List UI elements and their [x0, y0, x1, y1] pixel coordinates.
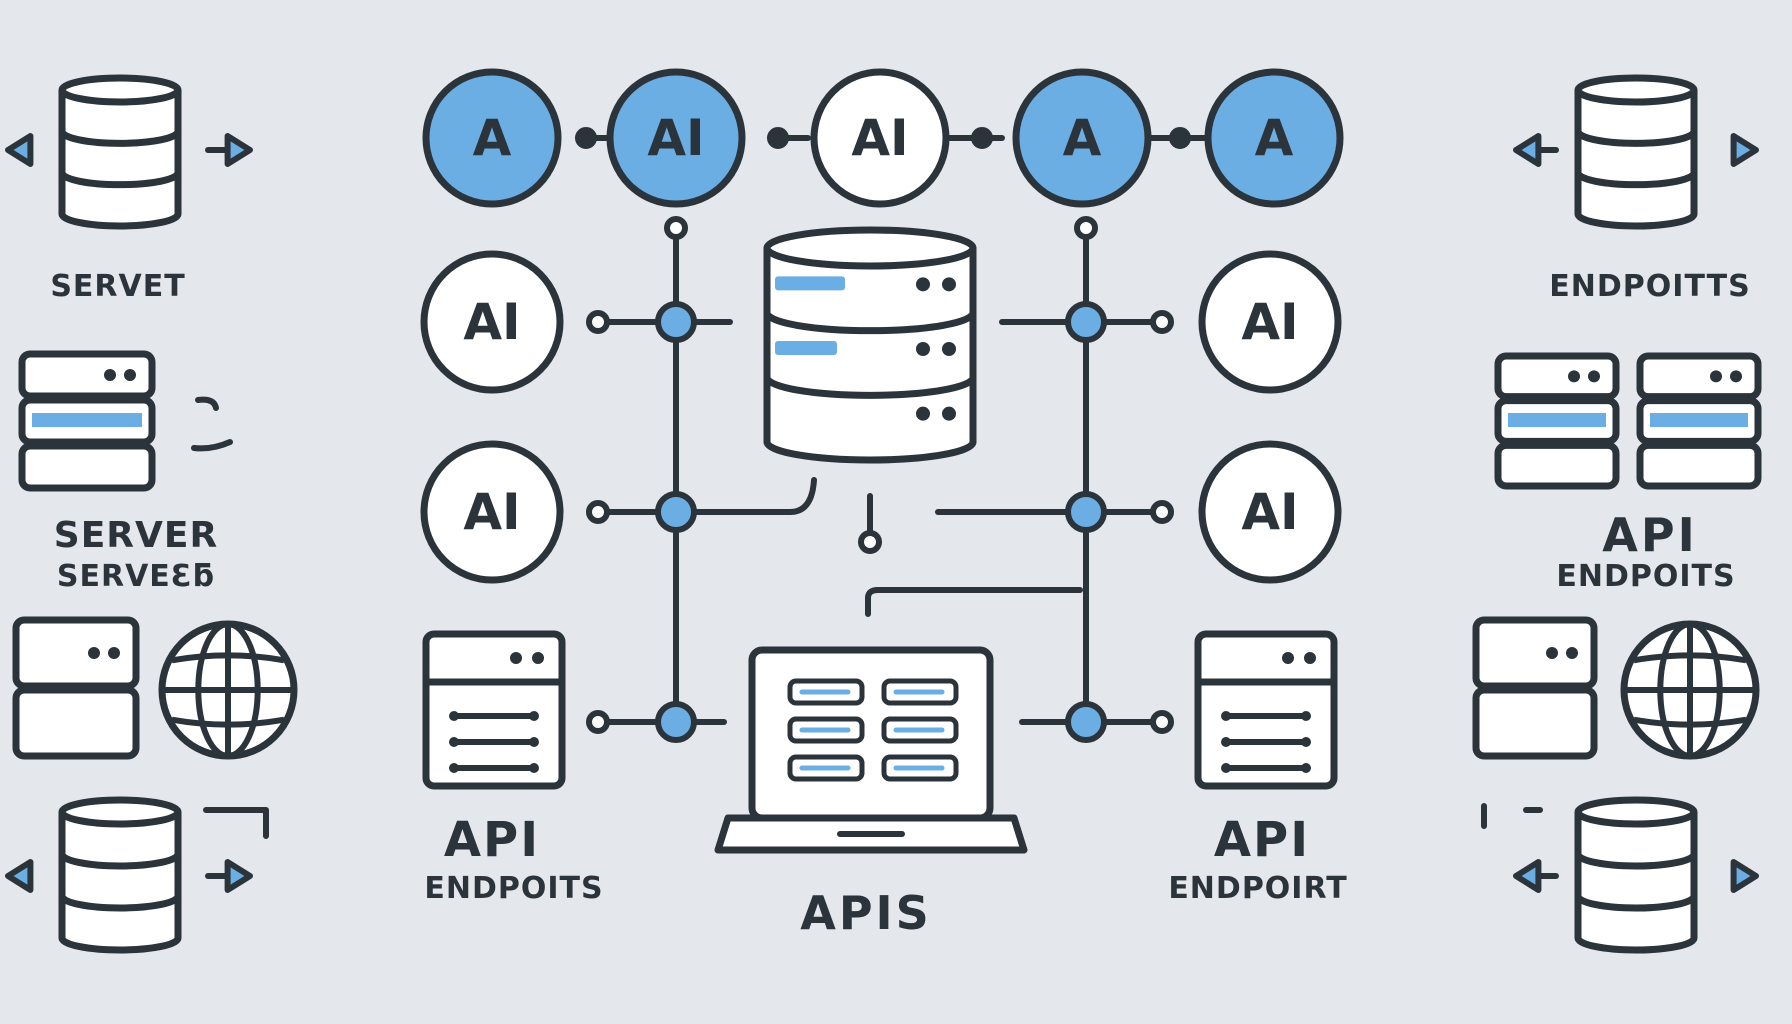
database-icon [1574, 74, 1698, 230]
api-node-icon: A [422, 68, 562, 208]
api-node-icon-label: A [1063, 109, 1102, 167]
database-icon [58, 796, 182, 954]
endpoint-dot [1150, 500, 1174, 524]
arrow-right-icon [1730, 859, 1759, 893]
ai-node-icon: AI [1198, 250, 1342, 394]
label-api-center-right: API [1213, 812, 1311, 868]
database-icon [763, 226, 977, 464]
laptop-icon [714, 646, 1028, 854]
api-panel-icon [422, 630, 566, 790]
database-icon [1574, 796, 1698, 954]
endpoint-dot [586, 310, 610, 334]
junction-dot [1065, 701, 1107, 743]
endpoint-dot [858, 530, 882, 554]
label-endpoints-center-left: ENDPOITS [424, 871, 604, 906]
server-rack-icon [12, 616, 140, 760]
label-endpoints-right: ENDPOITS [1556, 559, 1736, 594]
api-node-icon: A [1012, 68, 1152, 208]
label-api-right: API [1602, 508, 1698, 562]
arrow-right-icon [1730, 133, 1759, 167]
endpoint-dot [664, 216, 688, 240]
arrow-left-icon [5, 133, 34, 167]
server-rack-icon [1472, 616, 1598, 760]
api-node-icon: A [1204, 68, 1344, 208]
junction-dot [1065, 491, 1107, 533]
label-endpoints-top: ENDPOITTS [1549, 269, 1751, 304]
arrow-left-icon [1513, 133, 1542, 167]
globe-icon [158, 620, 298, 760]
connector-dot [767, 127, 789, 149]
arrow-right-icon [224, 859, 253, 893]
label-api-center-left: API [443, 812, 541, 868]
api-node-icon: AI [810, 68, 950, 208]
ai-node-icon: AI [420, 440, 564, 584]
label-apis: APIS [800, 886, 932, 940]
junction-dot [655, 701, 697, 743]
endpoint-dot [586, 500, 610, 524]
endpoint-dot [1150, 310, 1174, 334]
ai-node-icon: AI [420, 250, 564, 394]
globe-icon [1620, 620, 1760, 760]
database-icon [58, 74, 182, 230]
api-node-icon-label: A [473, 109, 512, 167]
connector-dot [575, 127, 597, 149]
api-node-icon-label: AI [851, 109, 908, 167]
ai-node-icon: AI [1198, 440, 1342, 584]
ai-node-icon-label: AI [1241, 293, 1298, 351]
junction-dot [655, 491, 697, 533]
arrow-left-icon [5, 859, 34, 893]
junction-dot [655, 301, 697, 343]
endpoint-dot [1074, 216, 1098, 240]
server-rack-icon [18, 350, 156, 492]
arrow-left-icon [1513, 859, 1542, 893]
arrow-right-icon [224, 133, 253, 167]
server-rack-icon [1494, 352, 1620, 490]
connector-dot [971, 127, 993, 149]
api-node-icon-label: A [1255, 109, 1294, 167]
junction-dot [1065, 301, 1107, 343]
api-node-icon: AI [606, 68, 746, 208]
label-servers: SERVEƐƃ [56, 559, 216, 594]
ai-node-icon-label: AI [1241, 483, 1298, 541]
label-server: SERVER [53, 515, 219, 556]
api-panel-icon [1194, 630, 1338, 790]
endpoint-dot [586, 710, 610, 734]
api-node-icon-label: AI [647, 109, 704, 167]
label-endpoint-center-right: ENDPOIRT [1168, 871, 1348, 906]
diagram-marks: A AI AI A A AI AI AI AI [5, 68, 1762, 954]
ai-node-icon-label: AI [463, 293, 520, 351]
server-rack-icon [1636, 352, 1762, 490]
connector-dot [1169, 127, 1191, 149]
ai-node-icon-label: AI [463, 483, 520, 541]
label-servet: SERVET [50, 269, 186, 304]
endpoint-dot [1150, 710, 1174, 734]
